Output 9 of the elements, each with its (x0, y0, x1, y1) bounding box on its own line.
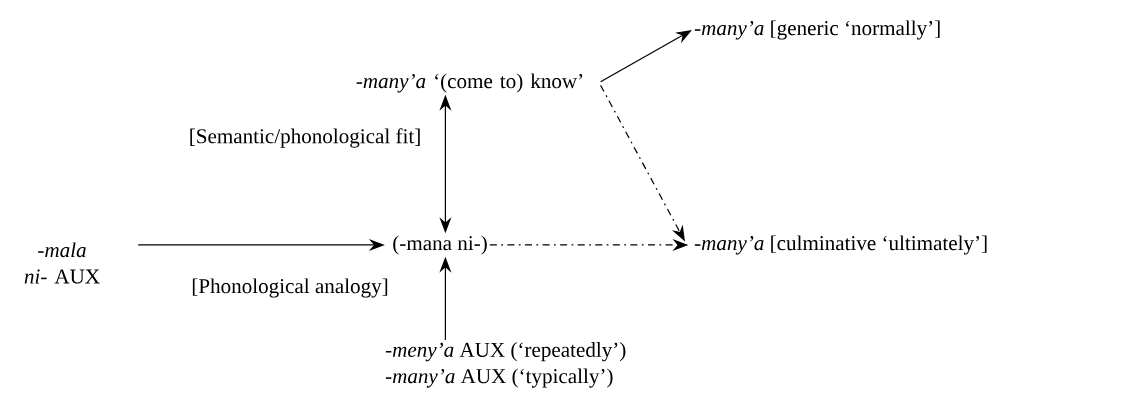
term-text: -meny’a AUX (‘repeatedly’) -many’a AUX (‘typically’) (385, 342, 626, 388)
term-text: -many’a [culminative ‘ultimately’] (694, 235, 987, 255)
annotation-text: [Semantic/phonological fit] (190, 128, 420, 148)
term-text: -many’a [generic ‘normally’] (694, 20, 940, 40)
term-text: -many’a ‘(come to) know’ (356, 73, 583, 93)
arrow (600, 30, 692, 83)
term-text: -mala ni- AUX (24, 242, 100, 284)
annotation-text: [Phonological analogy] (192, 278, 388, 298)
term-text: (-mana ni-) (393, 235, 487, 255)
